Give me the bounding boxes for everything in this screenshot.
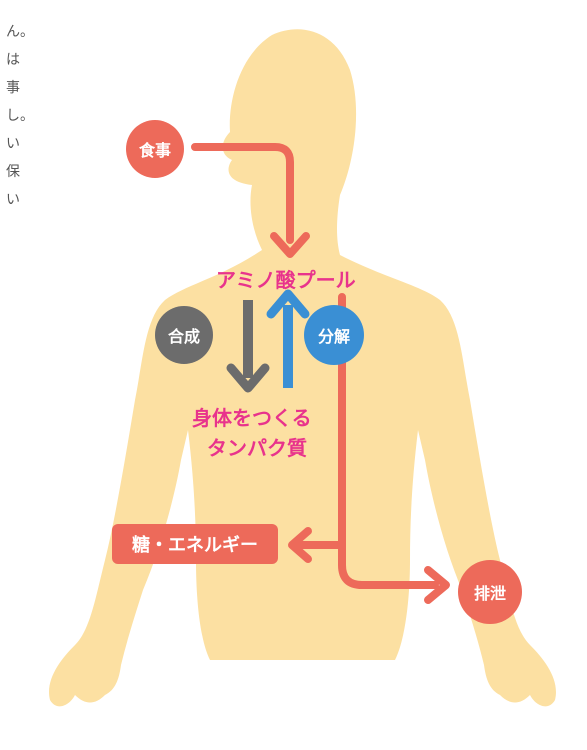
meal-to-pool-arrow (191, 143, 294, 244)
synthesis-node: 合成 (155, 306, 213, 364)
pool-to-excretion-arrow (338, 293, 439, 589)
degradation-arrowhead (266, 289, 310, 319)
body-protein-line2: タンパク質 (207, 436, 307, 460)
degradation-node: 分解 (304, 305, 364, 365)
degradation-label: 分解 (317, 327, 350, 346)
sugar-energy-arrowhead (288, 527, 312, 563)
synthesis-label: 合成 (167, 327, 200, 346)
excretion-arrowhead (424, 566, 450, 604)
sugar-energy-label: 糖・エネルギー (132, 535, 258, 556)
sugar-energy-node: 糖・エネルギー (112, 524, 278, 564)
body-protein-line1: 身体をつくる (192, 406, 312, 430)
meal-label: 食事 (138, 141, 171, 160)
amino-pool-label: アミノ酸プール (216, 268, 356, 292)
synthesis-arrowhead (226, 363, 270, 393)
cropped-side-text: ん。は事し。い保い (6, 24, 34, 208)
meal-to-pool-arrowhead (270, 232, 310, 258)
meal-node: 食事 (126, 120, 184, 178)
excretion-node: 排泄 (458, 560, 522, 624)
excretion-label: 排泄 (473, 584, 506, 603)
body-silhouette (49, 29, 556, 707)
